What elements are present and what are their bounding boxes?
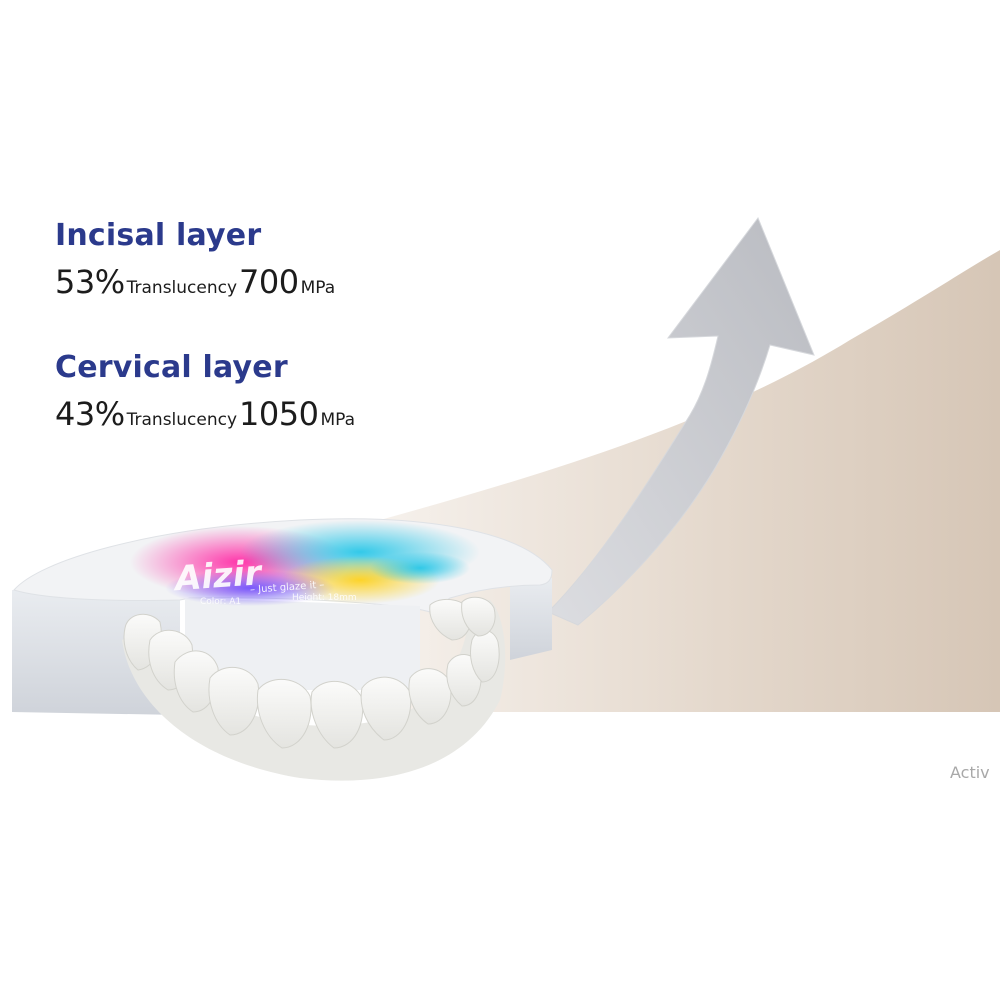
disc-brand: Aizir xyxy=(171,553,265,599)
dental-arch xyxy=(122,596,506,781)
disc-height-label: Height: 18mm xyxy=(292,593,357,603)
incisal-translucency-value: 53% xyxy=(55,263,125,301)
rising-arrow xyxy=(547,216,815,626)
disc-cutout xyxy=(185,598,420,690)
incisal-strength-unit: MPa xyxy=(300,278,336,298)
incisal-translucency-label: Translucency xyxy=(126,278,238,298)
disc-tagline: – Just glaze it – xyxy=(250,580,325,596)
cervical-title: Cervical layer xyxy=(55,350,288,385)
incisal-strength-value: 700 xyxy=(239,263,299,301)
cervical-strength-unit: MPa xyxy=(320,410,356,430)
activation-watermark: Activ xyxy=(950,763,990,782)
cervical-translucency-label: Translucency xyxy=(126,410,238,430)
cervical-strength-value: 1050 xyxy=(239,395,319,433)
paint-splash xyxy=(130,520,480,606)
cervical-translucency-value: 43% xyxy=(55,395,125,433)
disc-color-label: Color: A1 xyxy=(200,597,241,607)
disc-side-right xyxy=(510,578,552,660)
incisal-title: Incisal layer xyxy=(55,218,262,253)
